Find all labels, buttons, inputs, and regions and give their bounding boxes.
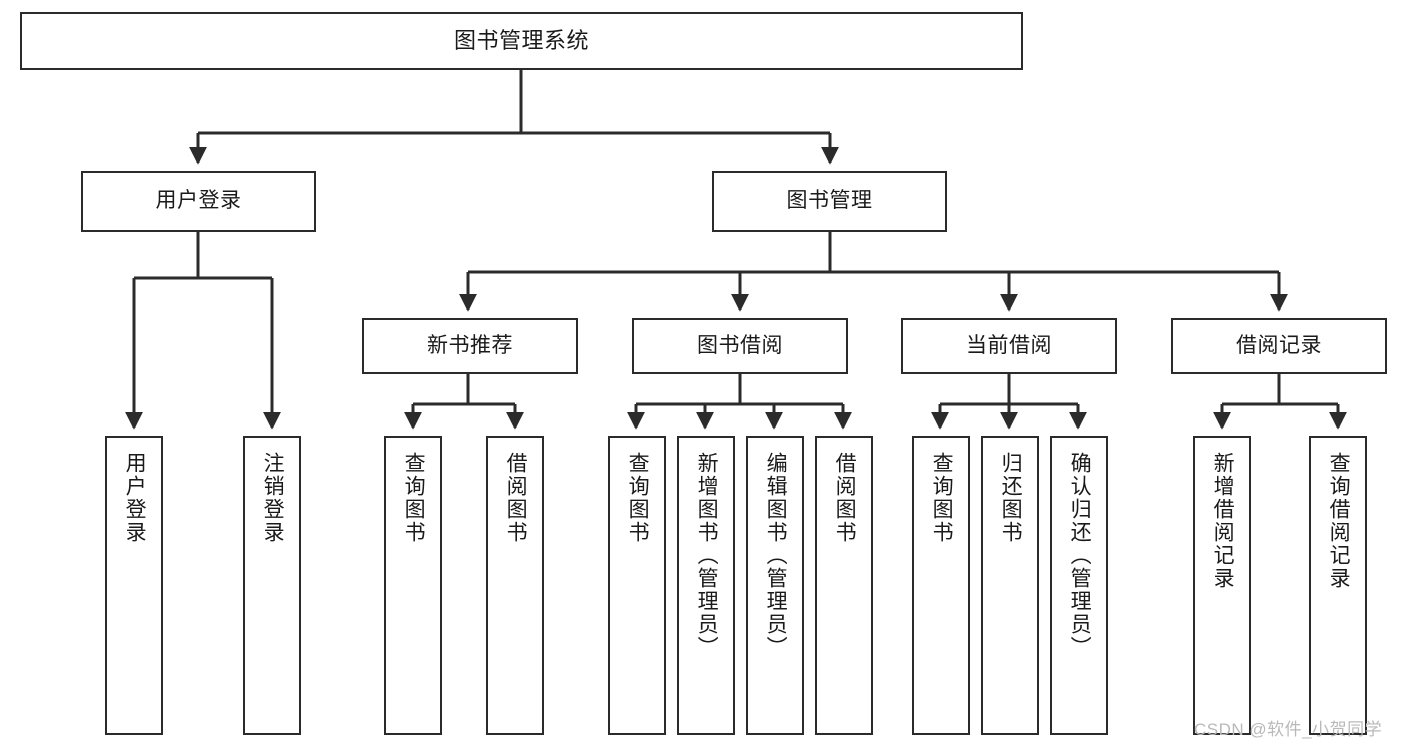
node-label: 借阅图书 — [833, 452, 857, 544]
leaf-query-book-borrow[interactable]: 查询图书 — [608, 436, 666, 735]
leaf-logout[interactable]: 注销登录 — [243, 436, 301, 735]
csdn-watermark: CSDN @软件_小贺同学 — [1194, 720, 1383, 739]
node-label: 借阅图书 — [504, 452, 528, 544]
node-label: 确认归还（管理员） — [1068, 452, 1092, 659]
leaf-borrow-book[interactable]: 借阅图书 — [815, 436, 873, 735]
node-label: 新书推荐 — [427, 333, 513, 357]
node-label: 图书管理 — [786, 189, 873, 213]
node-label: 注销登录 — [261, 452, 285, 544]
node-label: 新增借阅记录 — [1211, 452, 1235, 590]
node-book-management[interactable]: 图书管理 — [712, 171, 947, 232]
node-new-book-recommendation[interactable]: 新书推荐 — [362, 318, 578, 374]
leaf-query-borrow-record[interactable]: 查询借阅记录 — [1309, 436, 1367, 735]
leaf-add-borrow-record[interactable]: 新增借阅记录 — [1193, 436, 1251, 735]
leaf-user-login[interactable]: 用户登录 — [105, 436, 163, 735]
node-label: 用户登录 — [155, 189, 242, 213]
leaf-query-book-recommend[interactable]: 查询图书 — [384, 436, 442, 735]
node-label: 查询借阅记录 — [1327, 452, 1351, 590]
node-label: 图书管理系统 — [453, 28, 589, 54]
leaf-add-book-admin[interactable]: 新增图书（管理员） — [677, 436, 735, 735]
node-label: 编辑图书（管理员） — [764, 452, 788, 659]
node-label: 新增图书（管理员） — [695, 452, 719, 659]
node-label: 查询图书 — [402, 452, 426, 544]
node-current-borrow[interactable]: 当前借阅 — [901, 318, 1117, 374]
leaf-return-book[interactable]: 归还图书 — [981, 436, 1039, 735]
node-book-borrow[interactable]: 图书借阅 — [632, 318, 848, 374]
node-root-system[interactable]: 图书管理系统 — [20, 12, 1023, 70]
leaf-confirm-return-admin[interactable]: 确认归还（管理员） — [1050, 436, 1108, 735]
leaf-borrow-book-recommend[interactable]: 借阅图书 — [486, 436, 544, 735]
node-label: 当前借阅 — [966, 333, 1052, 357]
node-label: 借阅记录 — [1236, 333, 1322, 357]
node-label: 归还图书 — [999, 452, 1023, 544]
node-label: 用户登录 — [123, 452, 147, 544]
node-label: 图书借阅 — [697, 333, 783, 357]
node-user-login[interactable]: 用户登录 — [81, 171, 316, 232]
node-borrow-record[interactable]: 借阅记录 — [1171, 318, 1387, 374]
leaf-query-book-current[interactable]: 查询图书 — [912, 436, 970, 735]
leaf-edit-book-admin[interactable]: 编辑图书（管理员） — [746, 436, 804, 735]
node-label: 查询图书 — [626, 452, 650, 544]
node-label: 查询图书 — [930, 452, 954, 544]
